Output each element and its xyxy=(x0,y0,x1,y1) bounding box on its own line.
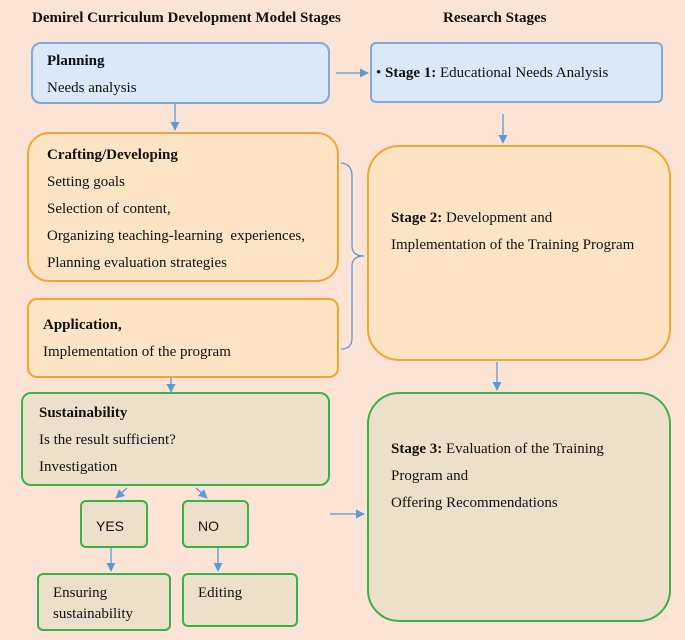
sustainability-line: Is the result sufficient? xyxy=(39,432,176,448)
stage3-label: Stage 3: xyxy=(391,441,443,457)
arrow-sustainability-no xyxy=(195,487,208,499)
arrow-sustainability-yes xyxy=(115,487,128,499)
stage2-line2: Implementation of the Training Program xyxy=(391,237,635,253)
yes-box: YES xyxy=(80,500,148,548)
stage1-box: • Stage 1: Educational Needs Analysis xyxy=(370,42,663,103)
crafting-line: Selection of content, xyxy=(47,201,171,217)
crafting-line: Organizing teaching-learning experiences… xyxy=(47,228,305,244)
stage3-text: Evaluation of the Training xyxy=(442,441,604,457)
no-box: NO xyxy=(182,500,249,548)
crafting-title: Crafting/Developing xyxy=(47,147,178,163)
planning-line: Needs analysis xyxy=(47,80,137,96)
crafting-line: Planning evaluation strategies xyxy=(47,255,227,271)
planning-box: Planning Needs analysis xyxy=(31,42,330,104)
no-label: NO xyxy=(198,518,219,534)
application-title: Application, xyxy=(43,317,122,333)
application-line: Implementation of the program xyxy=(43,344,231,360)
stage3-box: Stage 3: Evaluation of the Training Prog… xyxy=(367,392,671,622)
planning-title: Planning xyxy=(47,53,105,69)
bracket-to-stage2 xyxy=(340,162,365,350)
stage2-box: Stage 2: Development and Implementation … xyxy=(367,145,671,361)
stage2-label: Stage 2: xyxy=(391,210,443,226)
right-heading: Research Stages xyxy=(443,10,547,26)
sustainability-box: Sustainability Is the result sufficient?… xyxy=(21,392,330,486)
stage1-label: Stage 1: xyxy=(385,65,437,81)
crafting-line: Setting goals xyxy=(47,174,125,190)
sustainability-title: Sustainability xyxy=(39,405,128,421)
stage1-bullet: • xyxy=(376,65,382,81)
stage1-text: Educational Needs Analysis xyxy=(436,65,609,81)
ensuring-label: Ensuring sustainability xyxy=(53,585,133,622)
stage3-line3: Offering Recommendations xyxy=(391,495,558,511)
left-heading: Demirel Curriculum Development Model Sta… xyxy=(32,10,341,26)
application-box: Application, Implementation of the progr… xyxy=(27,298,339,378)
ensuring-box: Ensuring sustainability xyxy=(37,573,171,631)
stage3-line2: Program and xyxy=(391,468,469,484)
yes-label: YES xyxy=(96,518,125,534)
crafting-box: Crafting/Developing Setting goals Select… xyxy=(27,132,339,282)
sustainability-line: Investigation xyxy=(39,459,118,475)
stage2-text: Development and xyxy=(442,210,553,226)
editing-label: Editing xyxy=(198,585,243,601)
editing-box: Editing xyxy=(182,573,298,627)
